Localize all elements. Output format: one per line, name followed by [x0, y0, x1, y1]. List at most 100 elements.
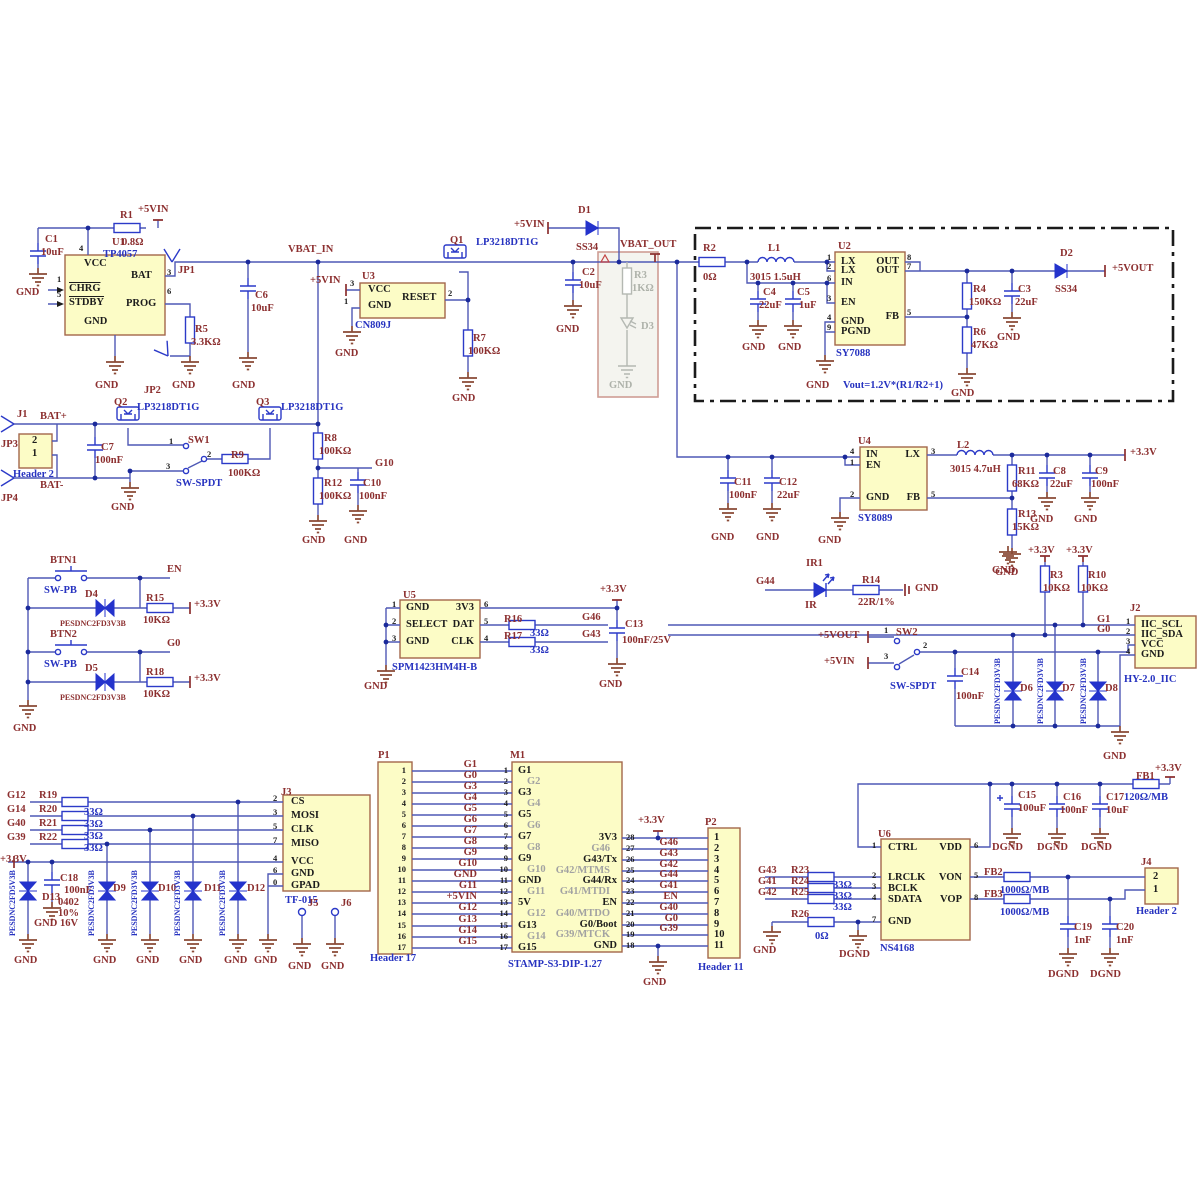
- boost-5v-out: OUT: [876, 256, 899, 267]
- mcu-headers-7: 7: [401, 831, 406, 841]
- buck-3v3-r11: R11: [1018, 466, 1036, 477]
- mcu-headers-18: 18: [626, 940, 635, 950]
- audio-amp-c20: C20: [1116, 922, 1135, 933]
- connector-j1-header2: [18, 433, 53, 469]
- sd-card-d13: D13: [42, 892, 61, 903]
- sd-card-gnd: GND: [321, 961, 345, 972]
- boost-5v-lx: LX: [841, 256, 856, 267]
- mcu-headers-20: 20: [626, 919, 635, 929]
- i2c-port-100nf: 100nF: [956, 691, 985, 702]
- battery-switch-lp3218dt1g: LP3218DT1G: [137, 402, 200, 413]
- mcu-headers-27: 27: [626, 843, 635, 853]
- charger-stdby: STDBY: [69, 297, 105, 308]
- boost-section-border: [693, 226, 1175, 403]
- input-diode-vbat-out: VBAT_OUT: [620, 239, 677, 250]
- mcu-headers-8: 8: [714, 908, 720, 919]
- boost-5v-d2: D2: [1060, 248, 1073, 259]
- microphone-g43: G43: [582, 629, 601, 640]
- battery-switch-1: 1: [32, 448, 38, 459]
- mcu-headers-21: 21: [626, 908, 635, 918]
- boost-5v-gnd: GND: [841, 316, 865, 327]
- microphone-c13: C13: [625, 619, 644, 630]
- charger-prog: PROG: [126, 298, 157, 309]
- boost-5v-2: 2: [827, 261, 832, 271]
- mcu-headers-7: 7: [714, 897, 720, 908]
- mcu-headers-3: 3: [714, 854, 720, 865]
- audio-amp-r23: R23: [791, 865, 810, 876]
- charger-0.8: 0.8Ω: [122, 237, 144, 248]
- input-diode-+5vin: +5VIN: [514, 219, 545, 230]
- audio-amp-dgnd: DGND: [1037, 842, 1068, 853]
- audio-amp-fb2: FB2: [984, 867, 1003, 878]
- i2c-port-4: 4: [1126, 646, 1131, 656]
- battery-switch-r12: R12: [324, 478, 343, 489]
- battery-switch-100nf: 100nF: [359, 491, 388, 502]
- battery-switch-j1: J1: [17, 409, 28, 420]
- mcu-headers-g43: G43: [659, 848, 678, 859]
- mcu-headers-g1: G1: [463, 759, 477, 770]
- audio-amp-dgnd: DGND: [1090, 969, 1121, 980]
- mcu-headers-g7: G7: [518, 831, 532, 842]
- reset-2: 2: [448, 288, 453, 298]
- mcu-headers-14: 14: [499, 908, 509, 918]
- buck-3v3-gnd: GND: [711, 532, 735, 543]
- connector-j3-tf: [282, 794, 371, 892]
- mcu-headers-g46: G46: [659, 837, 678, 848]
- audio-amp-4: 4: [872, 892, 877, 902]
- sd-card-clk: CLK: [291, 824, 314, 835]
- mcu-headers-g9: G9: [463, 847, 477, 858]
- audio-amp-0: 0Ω: [815, 931, 829, 942]
- mcu-headers-g39: G39: [659, 923, 678, 934]
- mcu-headers-25: 25: [626, 865, 635, 875]
- mcu-headers-g5: G5: [518, 809, 532, 820]
- battery-switch-3: 3: [166, 461, 171, 471]
- sd-card-r22: R22: [39, 832, 58, 843]
- charger-10uf: 10uF: [41, 247, 64, 258]
- sd-card-j5: J5: [308, 898, 319, 909]
- i2c-port-c14: C14: [961, 667, 980, 678]
- buttons-pesdnc2fd3v3b: PESDNC2FD3V3B: [60, 693, 126, 702]
- i2c-port-pesdnc2fd3v3b: PESDNC2FD3V3B: [1036, 658, 1045, 724]
- boost-5v-gnd: GND: [806, 380, 830, 391]
- buck-3v3-fb: FB: [906, 492, 920, 503]
- charger-1: 1: [57, 274, 62, 284]
- buttons-sw-pb: SW-PB: [44, 659, 77, 670]
- mcu-headers-g11: G11: [458, 880, 477, 891]
- boost-5v-u2: U2: [838, 241, 851, 252]
- ir-led-22r-1: 22R/1%: [858, 597, 895, 608]
- charger-chrg: CHRG: [69, 283, 101, 294]
- sd-card-gnd: GND: [224, 955, 248, 966]
- i2c-port-sw2: SW2: [896, 627, 918, 638]
- mcu-headers-4: 4: [714, 865, 720, 876]
- mcu-headers-g9: G9: [518, 853, 532, 864]
- buck-3v3-c9: C9: [1095, 466, 1108, 477]
- microphone-1: 1: [392, 599, 397, 609]
- boost-5v-sy7088: SY7088: [836, 348, 871, 359]
- sd-card-4: 4: [273, 853, 278, 863]
- audio-amp-100uf: 100uF: [1018, 803, 1047, 814]
- mcu-headers-6: 6: [714, 886, 720, 897]
- i2c-port-g1: G1: [1097, 614, 1111, 625]
- i2c-port-pesdnc2fd3v3b: PESDNC2FD3V3B: [993, 658, 1002, 724]
- sd-card-16v: 16V: [60, 918, 79, 929]
- audio-amp-dgnd: DGND: [992, 842, 1023, 853]
- audio-amp-6: 6: [974, 840, 979, 850]
- ic-u6-ns4168: [880, 838, 971, 941]
- i2c-port-+3.3v: +3.3V: [1066, 545, 1093, 556]
- microphone-2: 2: [392, 616, 397, 626]
- buck-3v3-5: 5: [931, 489, 936, 499]
- sd-card-r19: R19: [39, 790, 58, 801]
- battery-switch-100nf: 100nF: [95, 455, 124, 466]
- audio-amp-ctrl: CTRL: [888, 842, 918, 853]
- audio-amp-1: 1: [872, 840, 877, 850]
- buck-3v3-15k: 15KΩ: [1012, 522, 1040, 533]
- mcu-headers-gnd: GND: [453, 869, 477, 880]
- mcu-headers-1: 1: [401, 765, 406, 775]
- mcu-headers-8: 8: [503, 842, 508, 852]
- buttons-btn2: BTN2: [50, 629, 77, 640]
- audio-amp-8: 8: [974, 892, 979, 902]
- mcu-headers-g6: G6: [463, 814, 477, 825]
- mcu-headers-stamp-s3-dip-1.27: STAMP-S3-DIP-1.27: [508, 959, 603, 970]
- mcu-headers-11: 11: [397, 875, 406, 885]
- charger-gnd: GND: [16, 287, 40, 298]
